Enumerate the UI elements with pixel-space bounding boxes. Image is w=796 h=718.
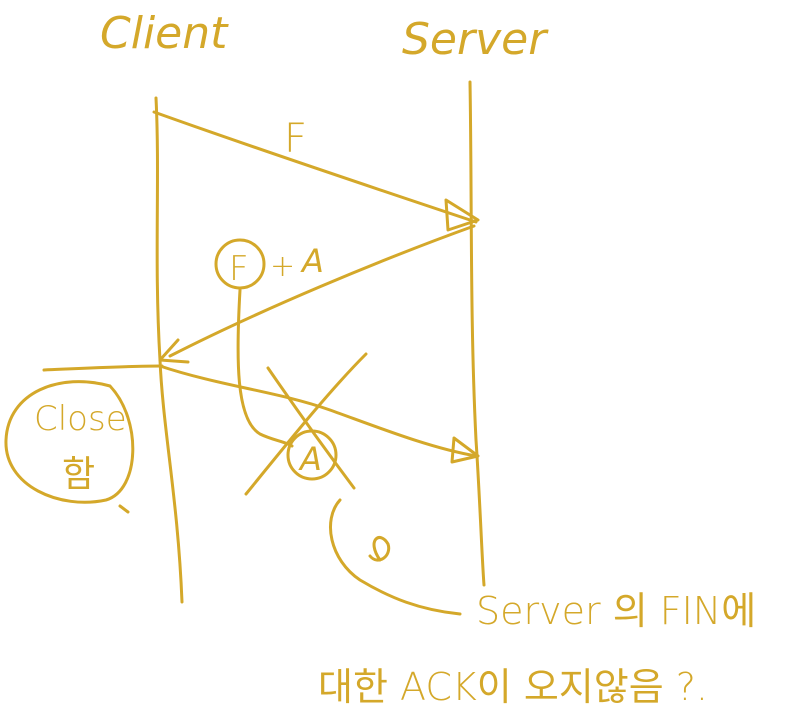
annotation-line1: Server 의 FIN에 — [476, 589, 756, 633]
annotation-line2: 대한 ACK이 오지않음 ?. — [318, 665, 708, 709]
server-lifeline — [468, 80, 486, 587]
fin-ack-circle — [214, 238, 266, 290]
close-note-tail — [118, 504, 130, 514]
fin-ack-suffix: A — [300, 242, 324, 280]
annotation-pointer-loop — [368, 536, 391, 562]
fin-ack-plus: + — [270, 249, 295, 284]
fin-ack-arrow — [168, 224, 476, 358]
fin-ack-arrowhead — [158, 338, 190, 364]
fin-ack-circle-label: F — [229, 249, 249, 289]
close-pointer-line — [42, 364, 164, 372]
fin-arrow — [152, 110, 478, 224]
close-note-line1: Close — [34, 399, 127, 439]
close-note-outline — [4, 380, 135, 504]
fin-ack-connector — [236, 288, 294, 448]
annotation-pointer — [328, 498, 462, 616]
ack-circle — [286, 429, 338, 481]
ack-arrowhead — [450, 436, 480, 464]
ack-arrow — [158, 364, 478, 458]
ack-circle-label: A — [298, 440, 322, 478]
close-note-line2: 함 — [62, 454, 95, 495]
client-label: Client — [100, 8, 229, 59]
fin-label: F — [284, 116, 307, 162]
server-label: Server — [402, 14, 549, 65]
ack-lost-cross-2 — [244, 352, 368, 496]
fin-arrowhead — [444, 198, 480, 232]
